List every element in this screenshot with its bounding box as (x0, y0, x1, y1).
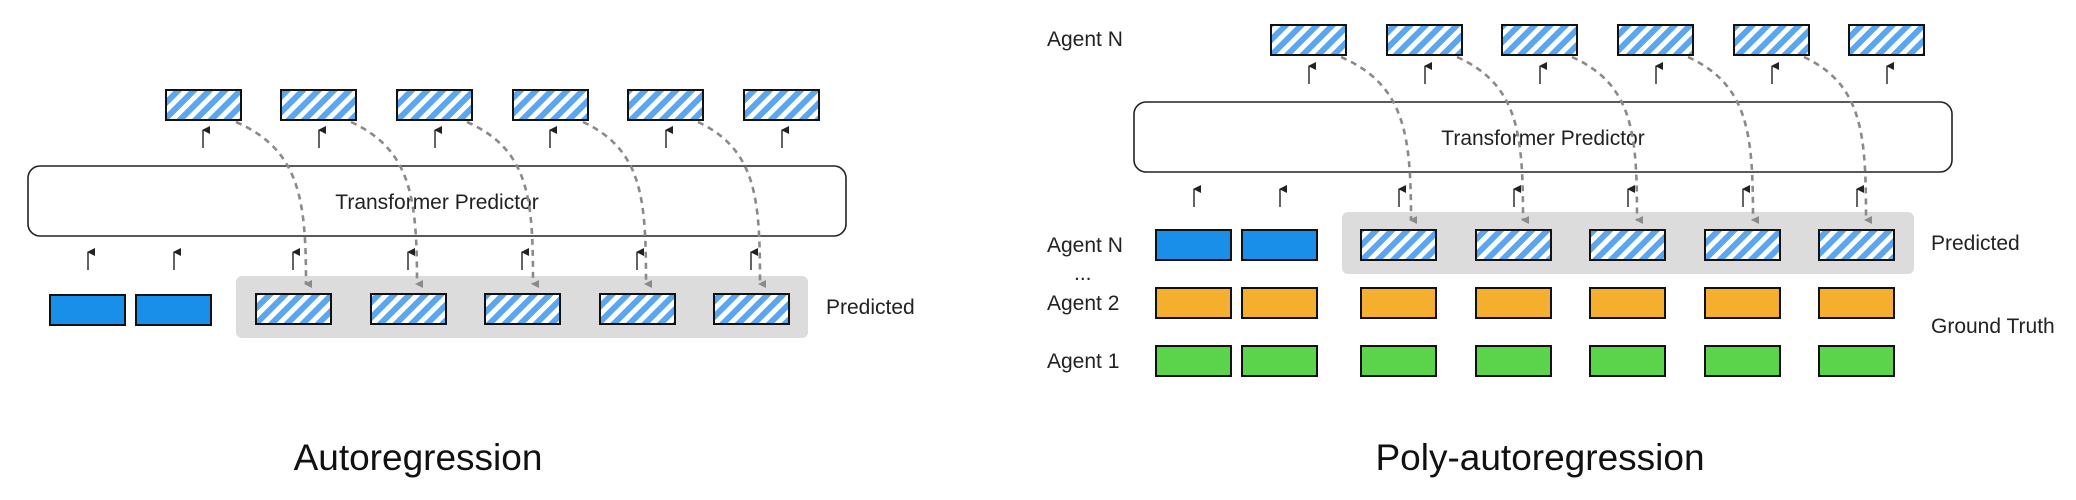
agent1-token (1475, 345, 1552, 377)
agent1-token (1241, 345, 1318, 377)
predicted-token (255, 293, 332, 325)
agent1-token (1360, 345, 1437, 377)
agent2-token (1818, 287, 1895, 319)
agent-row-label: Agent 1 (1047, 350, 1119, 373)
up-arrows-input (87, 248, 758, 270)
output-token (512, 89, 589, 121)
autoregression-panel: Transformer Predictor Predicted (27, 89, 915, 478)
feedback-arrow (1340, 55, 1418, 224)
ground-truth-label: Ground Truth (1931, 315, 2055, 338)
agent-row-label: Agent 2 (1047, 292, 1119, 315)
output-token (1733, 24, 1810, 56)
feedback-arrow (1571, 55, 1644, 224)
feedback-arrows (235, 120, 767, 288)
output-token (280, 89, 357, 121)
agent-row-label: Agent N (1047, 234, 1123, 257)
agent1-token (1704, 345, 1781, 377)
context-token (49, 294, 126, 326)
up-arrows-output (1308, 62, 1894, 84)
feedback-arrow (697, 120, 767, 288)
feedback-arrow (466, 120, 540, 288)
output-token (165, 89, 242, 121)
output-token (1501, 24, 1578, 56)
output-token (1617, 24, 1694, 56)
predicted-token (599, 293, 676, 325)
context-token (1155, 229, 1232, 261)
agent2-token (1475, 287, 1552, 319)
up-arrows-output (202, 126, 789, 148)
predicted-token (484, 293, 561, 325)
output-token (743, 89, 820, 121)
transformer-predictor-label: Transformer Predictor (1441, 127, 1644, 150)
autoregression-caption: Autoregression (294, 437, 543, 478)
feedback-arrow (1456, 55, 1530, 224)
feedback-arrows (1340, 55, 1873, 224)
output-token (627, 89, 704, 121)
output-token (396, 89, 473, 121)
poly-autoregression-panel: Agent N Transformer Predictor (1047, 24, 2055, 478)
context-token (135, 294, 212, 326)
transformer-predictor-box (1133, 101, 1953, 173)
predicted-token (370, 293, 447, 325)
predicted-token (1360, 229, 1437, 261)
feedback-arrow (1687, 55, 1760, 224)
up-arrows-input (1193, 185, 1864, 207)
predicted-token (1704, 229, 1781, 261)
agent1-token (1589, 345, 1666, 377)
agent2-token (1589, 287, 1666, 319)
predicted-label: Predicted (1931, 232, 2020, 255)
context-token (1241, 229, 1318, 261)
output-token (1270, 24, 1347, 56)
agent2-token (1155, 287, 1232, 319)
agent-n-top-label: Agent N (1047, 28, 1123, 51)
predicted-label: Predicted (826, 296, 915, 319)
transformer-predictor-label: Transformer Predictor (335, 191, 538, 214)
agent2-token (1360, 287, 1437, 319)
output-token (1848, 24, 1925, 56)
predicted-token (1818, 229, 1895, 261)
agent-row-ellipsis: ... (1074, 262, 1092, 285)
agent2-token (1704, 287, 1781, 319)
output-token (1386, 24, 1463, 56)
feedback-arrow (1803, 55, 1873, 224)
feedback-arrow (582, 120, 653, 288)
feedback-arrow (235, 120, 313, 288)
predicted-token (713, 293, 790, 325)
agent2-token (1241, 287, 1318, 319)
agent1-token (1818, 345, 1895, 377)
feedback-arrow (350, 120, 424, 288)
predicted-token (1589, 229, 1666, 261)
transformer-predictor-box (27, 165, 847, 237)
predicted-token (1475, 229, 1552, 261)
agent1-token (1155, 345, 1232, 377)
poly-autoregression-caption: Poly-autoregression (1375, 437, 1704, 478)
